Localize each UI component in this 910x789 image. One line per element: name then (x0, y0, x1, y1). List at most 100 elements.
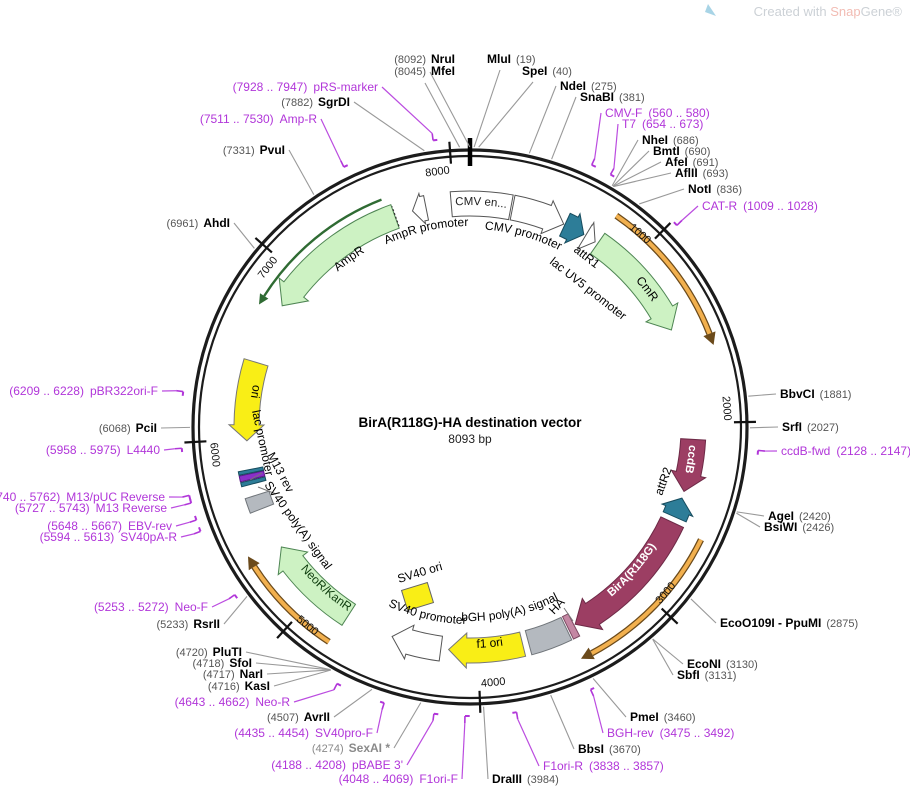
site-noti[interactable]: NotI(836) (639, 182, 742, 205)
site-kasi[interactable]: (4716)KasI (208, 669, 332, 693)
primer-pbr322ori-f[interactable]: (6209 .. 6228)pBR322ori-F (9, 384, 185, 398)
site-label[interactable]: (4507)AvrII (267, 710, 330, 724)
feature-lac-uv5-promoter[interactable] (576, 220, 596, 251)
primer-neo-f[interactable]: (5253 .. 5272)Neo-F (94, 594, 239, 614)
feature-neor-kanr[interactable] (277, 546, 357, 626)
feature-sv40-ori[interactable] (400, 581, 435, 612)
site-bbvci[interactable]: BbvCI(1881) (748, 387, 851, 401)
site-label[interactable]: EcoNI(3130) (687, 657, 758, 671)
site-mlui[interactable]: MluI(19) (473, 52, 536, 148)
primer-label[interactable]: (5594 .. 5613)SV40pA-R (40, 530, 178, 544)
site-pluti[interactable]: (4720)PluTI (176, 645, 331, 671)
site-bbsi[interactable]: BbsI(3670) (550, 694, 641, 756)
primer-label[interactable]: CAT-R(1009 .. 1028) (702, 199, 818, 213)
site-label[interactable]: (4718)SfoI (193, 656, 252, 670)
site-econi[interactable]: EcoNI(3130) (652, 638, 758, 671)
site-sexai[interactable]: (4274)SexAI * (312, 702, 422, 755)
site-label[interactable]: BbsI(3670) (578, 742, 641, 756)
primer-label[interactable]: T7(654 .. 673) (622, 117, 703, 131)
primer-cmv-f[interactable]: CMV-F(560 .. 580) (591, 106, 710, 168)
feature-m13-rev-site-b[interactable] (237, 466, 265, 476)
site-avrii[interactable]: (4507)AvrII (267, 688, 373, 724)
site-nari[interactable]: (4717)NarI (203, 667, 331, 681)
feature-attR2[interactable] (660, 497, 694, 523)
primer-ccdb-fwd[interactable]: ccdB-fwd(2128 .. 2147) (756, 444, 910, 458)
site-label[interactable]: (5233)RsrII (157, 617, 220, 631)
site-label[interactable]: NheI(686) (642, 133, 699, 147)
primer-neo-r[interactable]: (4643 .. 4662)Neo-R (175, 682, 342, 709)
site-label[interactable]: SnaBI(381) (580, 90, 645, 104)
primer-t7[interactable]: T7(654 .. 673) (609, 117, 704, 178)
feature-ccdb[interactable] (670, 438, 707, 493)
site-label[interactable]: BbvCI(1881) (780, 387, 851, 401)
site-mfei[interactable]: (8045)MfeI (394, 64, 461, 148)
feature-birA-R118G[interactable] (574, 516, 685, 631)
primer-label[interactable]: (4188 .. 4208)pBABE 3' (271, 758, 403, 772)
feature-m13-rev-site-a[interactable] (240, 476, 267, 488)
primer-label[interactable]: (4435 .. 4454)SV40pro-F (234, 726, 373, 740)
site-pcii[interactable]: (6068)PciI (99, 421, 191, 435)
primer-label[interactable]: F1ori-R(3838 .. 3857) (543, 759, 664, 773)
primer-label[interactable]: (7928 .. 7947)pRS-marker (233, 80, 378, 94)
site-label[interactable]: (7331)PvuI (223, 143, 285, 157)
site-label[interactable]: EcoO109I - PpuMI(2875) (720, 616, 858, 630)
site-spei[interactable]: SpeI(40) (478, 64, 572, 148)
primer-amp-r[interactable]: (7511 .. 7530)Amp-R (200, 112, 349, 168)
site-label[interactable]: NdeI(275) (560, 79, 617, 93)
site-label[interactable]: (4720)PluTI (176, 645, 242, 659)
site-bmti[interactable]: BmtI(690) (612, 144, 710, 187)
feature-ampr-promoter-arrow[interactable] (411, 191, 430, 226)
site-label[interactable]: (4717)NarI (203, 667, 263, 681)
feature-ampr[interactable] (278, 204, 400, 307)
site-nhei[interactable]: NheI(686) (611, 133, 699, 187)
site-aflii[interactable]: AflII(693) (613, 166, 728, 188)
primer-label[interactable]: (5727 .. 5743)M13 Reverse (15, 501, 167, 515)
primer-m13-puc-reverse[interactable]: (5740 .. 5762)M13/pUC Reverse (0, 490, 192, 504)
primer-label[interactable]: (5648 .. 5667)EBV-rev (47, 519, 172, 533)
site-label[interactable]: AflII(693) (675, 166, 728, 180)
site-ecoo109i-ppumi[interactable]: EcoO109I - PpuMI(2875) (690, 598, 858, 630)
site-label[interactable]: (6961)AhdI (167, 216, 230, 230)
site-nrui[interactable]: (8092)NruI (394, 52, 471, 148)
site-afei[interactable]: AfeI(691) (612, 155, 718, 187)
primer-pbabe-3[interactable]: (4188 .. 4208)pBABE 3' (271, 712, 439, 772)
site-snabi[interactable]: SnaBI(381) (551, 90, 645, 160)
feature-bgh-polya[interactable] (524, 616, 573, 656)
primer-sv40pro-f[interactable]: (4435 .. 4454)SV40pro-F (234, 700, 385, 740)
feature-cmv-promoter[interactable] (509, 194, 565, 235)
site-label[interactable]: BmtI(690) (653, 144, 710, 158)
site-rsrii[interactable]: (5233)RsrII (157, 596, 248, 631)
primer-label[interactable]: BGH-rev(3475 .. 3492) (607, 726, 734, 740)
site-sbfi[interactable]: SbfI(3131) (652, 638, 737, 682)
site-sgrdi[interactable]: (7882)SgrDI (281, 95, 425, 152)
site-label[interactable]: SpeI(40) (522, 64, 572, 78)
site-ahdi[interactable]: (6961)AhdI (167, 216, 255, 249)
feature-attR1[interactable] (558, 212, 585, 245)
site-label[interactable]: DraIII(3984) (492, 772, 559, 786)
site-bsiwi[interactable]: BsiWI(2426) (736, 512, 834, 534)
primer-f1ori-f[interactable]: (4048 .. 4069)F1ori-F (339, 715, 470, 786)
site-label[interactable]: MluI(19) (487, 52, 536, 66)
feature-ori[interactable] (227, 358, 269, 442)
primer-bgh-rev[interactable]: BGH-rev(3475 .. 3492) (589, 687, 735, 740)
primer-ebv-rev[interactable]: (5648 .. 5667)EBV-rev (47, 515, 198, 533)
site-label[interactable]: AgeI(2420) (768, 509, 831, 523)
primer-label[interactable]: (5740 .. 5762)M13/pUC Reverse (0, 490, 165, 504)
feature-f1-ori[interactable] (447, 631, 527, 670)
primer-label[interactable]: (5253 .. 5272)Neo-F (94, 600, 208, 614)
site-label[interactable]: AfeI(691) (665, 155, 718, 169)
primer-m13-reverse[interactable]: (5727 .. 5743)M13 Reverse (15, 499, 193, 516)
site-label[interactable]: (4274)SexAI * (312, 741, 390, 755)
site-label[interactable]: (7882)SgrDI (281, 95, 350, 109)
primer-label[interactable]: (4643 .. 4662)Neo-R (175, 695, 291, 709)
primer-label[interactable]: (4048 .. 4069)F1ori-F (339, 772, 458, 786)
site-label[interactable]: (6068)PciI (99, 421, 157, 435)
site-ndei[interactable]: NdeI(275) (528, 79, 617, 154)
primer-label[interactable]: (7511 .. 7530)Amp-R (200, 112, 317, 126)
site-label[interactable]: SbfI(3131) (677, 668, 736, 682)
site-label[interactable]: (8045)MfeI (394, 64, 455, 78)
site-label[interactable]: SrfI(2027) (782, 420, 839, 434)
primer-l4440[interactable]: (5958 .. 5975)L4440 (46, 443, 184, 457)
feature-cmr[interactable] (589, 232, 679, 331)
site-draiii[interactable]: DraIII(3984) (483, 706, 559, 786)
